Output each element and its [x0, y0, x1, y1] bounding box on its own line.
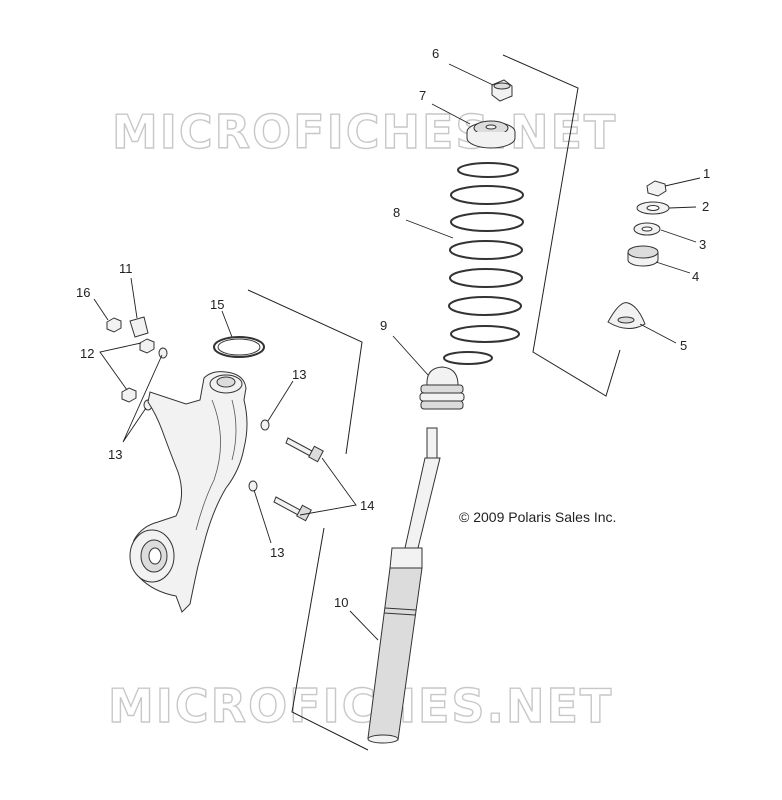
bump-stop-part-9 — [419, 366, 465, 410]
o-ring-part-15 — [213, 336, 265, 358]
nut-part-1 — [646, 180, 667, 197]
bolt-part-14-a — [285, 437, 324, 463]
washer-part-2 — [636, 201, 670, 215]
nut-part-12-b — [121, 387, 137, 403]
frame-shock-lower — [291, 527, 369, 751]
coil-spring-part-8 — [443, 162, 524, 365]
callout-5: 5 — [680, 338, 687, 353]
callout-10: 10 — [334, 595, 348, 610]
callout-13-upper: 13 — [292, 367, 306, 382]
top-nut-part-6 — [491, 79, 513, 102]
upper-spring-seat-part-7 — [466, 120, 516, 149]
callout-3: 3 — [699, 237, 706, 252]
callout-9: 9 — [380, 318, 387, 333]
frame-upper-right — [502, 54, 621, 397]
callout-16: 16 — [76, 285, 90, 300]
callout-12: 12 — [80, 346, 94, 361]
callout-13-left: 13 — [108, 447, 122, 462]
copyright-notice: © 2009 Polaris Sales Inc. — [459, 509, 616, 525]
callout-14: 14 — [360, 498, 374, 513]
frame-shock — [247, 289, 363, 455]
callout-1: 1 — [703, 166, 710, 181]
callout-13-lower: 13 — [270, 545, 284, 560]
washer-part-13-c — [260, 419, 270, 431]
shock-absorber-part-10 — [367, 427, 441, 744]
callout-7: 7 — [419, 88, 426, 103]
callout-2: 2 — [702, 199, 709, 214]
nut-part-12-a — [139, 338, 155, 354]
bolt-part-14-b — [273, 496, 312, 522]
mount-cup-part-5 — [607, 302, 646, 329]
watermark-top: MICROFICHES.NET — [112, 105, 617, 159]
clip-part-11 — [129, 316, 149, 338]
leader-lines — [93, 63, 701, 641]
callout-8: 8 — [393, 205, 400, 220]
callout-4: 4 — [692, 269, 699, 284]
nut-part-16 — [106, 317, 122, 333]
callout-6: 6 — [432, 46, 439, 61]
washer-part-3 — [633, 222, 661, 236]
callout-11: 11 — [119, 261, 133, 276]
callout-15: 15 — [210, 297, 224, 312]
steering-knuckle — [129, 371, 248, 613]
washer-part-13-a — [158, 347, 168, 359]
watermark-bottom: MICROFICHES.NET — [108, 679, 613, 733]
bushing-part-4 — [627, 245, 659, 267]
washer-part-13-d — [248, 480, 258, 492]
